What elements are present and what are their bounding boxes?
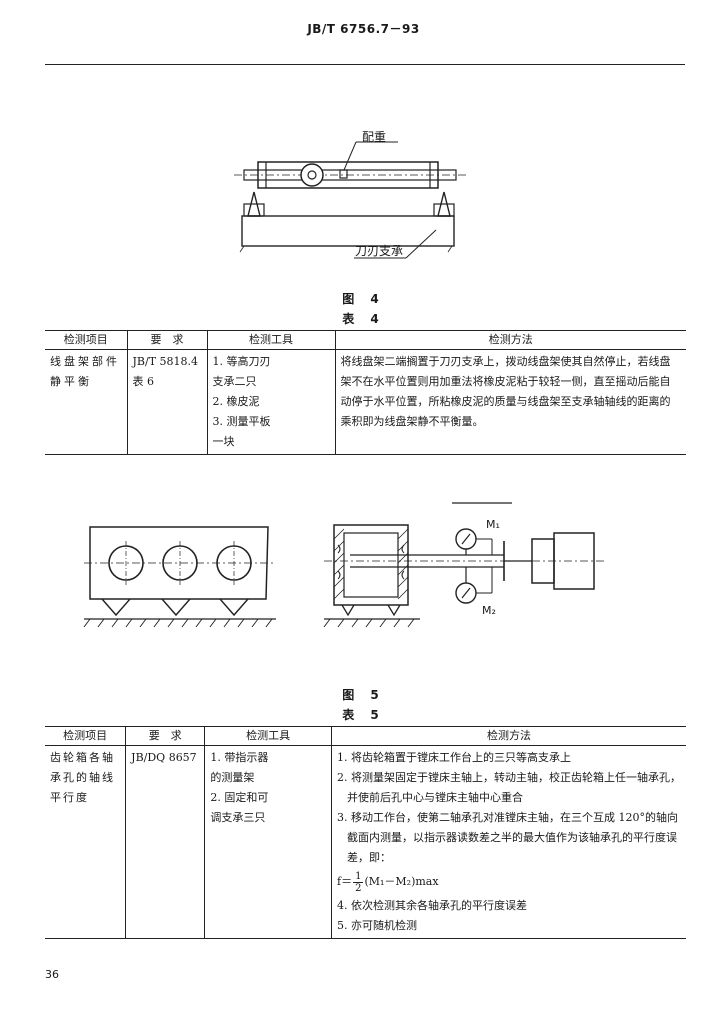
table-4-item-cell: 线盘架部件静平衡 [45, 349, 128, 455]
base-plate [241, 215, 455, 247]
table-row: 线盘架部件静平衡 JB/T 5818.4 表 6 1. 等高刀刃 支承二只 2.… [45, 349, 686, 455]
figure-5-section-drawing [323, 502, 604, 628]
table-5-method-cell: 1. 将齿轮箱置于镗床工作台上的三只等高支承上 2. 将测量架固定于镗床主轴上，… [331, 745, 686, 939]
table-5-header-requirement: 要 求 [125, 726, 206, 746]
support-2 [161, 598, 191, 617]
table-4-caption: 表 4 [342, 312, 385, 326]
table-4-method-cell: 将线盘架二端搁置于刀刃支承上，拨动线盘架使其自然停止，若线盘 架不在水平位置则用… [334, 349, 686, 455]
shaft [243, 169, 457, 181]
table-5-caption: 表 5 [342, 708, 385, 722]
label-knife-support: 刀刃支承 [355, 244, 404, 258]
spool-hole [300, 163, 324, 187]
support-1 [101, 598, 131, 617]
table-4-header-requirement: 要 求 [126, 330, 208, 350]
table-5-requirement-cell: JB/DQ 8657 [125, 745, 206, 939]
table-5-tools-cell: 1. 带指示器 的测量架 2. 固定和可 调支承三只 [204, 745, 332, 939]
figure-5-caption: 图 5 [342, 688, 385, 702]
support-3 [219, 598, 249, 617]
table-4-header-method: 检测方法 [334, 330, 686, 350]
standard-number-header: JB/T 6756.7－93 [307, 22, 420, 36]
page-number: 36 [45, 968, 59, 981]
figure-5-gearbox-drawing [83, 526, 276, 628]
label-m2: M₂ [482, 604, 496, 617]
table-5-header-method: 检测方法 [331, 726, 686, 746]
table-5-header-tools: 检测工具 [204, 726, 332, 746]
spool-body [257, 161, 439, 189]
table-5-header-row: 检测项目 要 求 检测工具 检测方法 [45, 726, 686, 746]
table-4-header-tools: 检测工具 [206, 330, 336, 350]
header-rule [45, 64, 685, 65]
table-4-requirement-cell: JB/T 5818.4 表 6 [126, 349, 208, 455]
gearbox-outline [89, 526, 269, 600]
table-4-header-item: 检测项目 [45, 330, 128, 350]
table-4: 检测项目 要 求 检测工具 检测方法 线盘架部件静平衡 JB/T 5818.4 … [45, 330, 686, 455]
table-row: 齿轮箱各轴 承孔的轴线 平行度 JB/DQ 8657 1. 带指示器 的测量架 … [45, 745, 686, 939]
figure-4-drawing [234, 141, 466, 259]
table-5-header-item: 检测项目 [45, 726, 127, 746]
table-5-item-cell: 齿轮箱各轴 承孔的轴线 平行度 [45, 745, 127, 939]
counterweight-block [339, 169, 348, 179]
table-4-header-row: 检测项目 要 求 检测工具 检测方法 [45, 330, 686, 350]
table-5: 检测项目 要 求 检测工具 检测方法 齿轮箱各轴 承孔的轴线 平行度 JB/DQ… [45, 726, 686, 939]
housing-section [333, 524, 409, 606]
figure-4-caption: 图 4 [342, 292, 385, 306]
label-m1: M₁ [486, 518, 500, 531]
table-4-tools-cell: 1. 等高刀刃 支承二只 2. 橡皮泥 3. 测量平板 一块 [206, 349, 336, 455]
label-counterweight: 配重 [362, 130, 387, 144]
